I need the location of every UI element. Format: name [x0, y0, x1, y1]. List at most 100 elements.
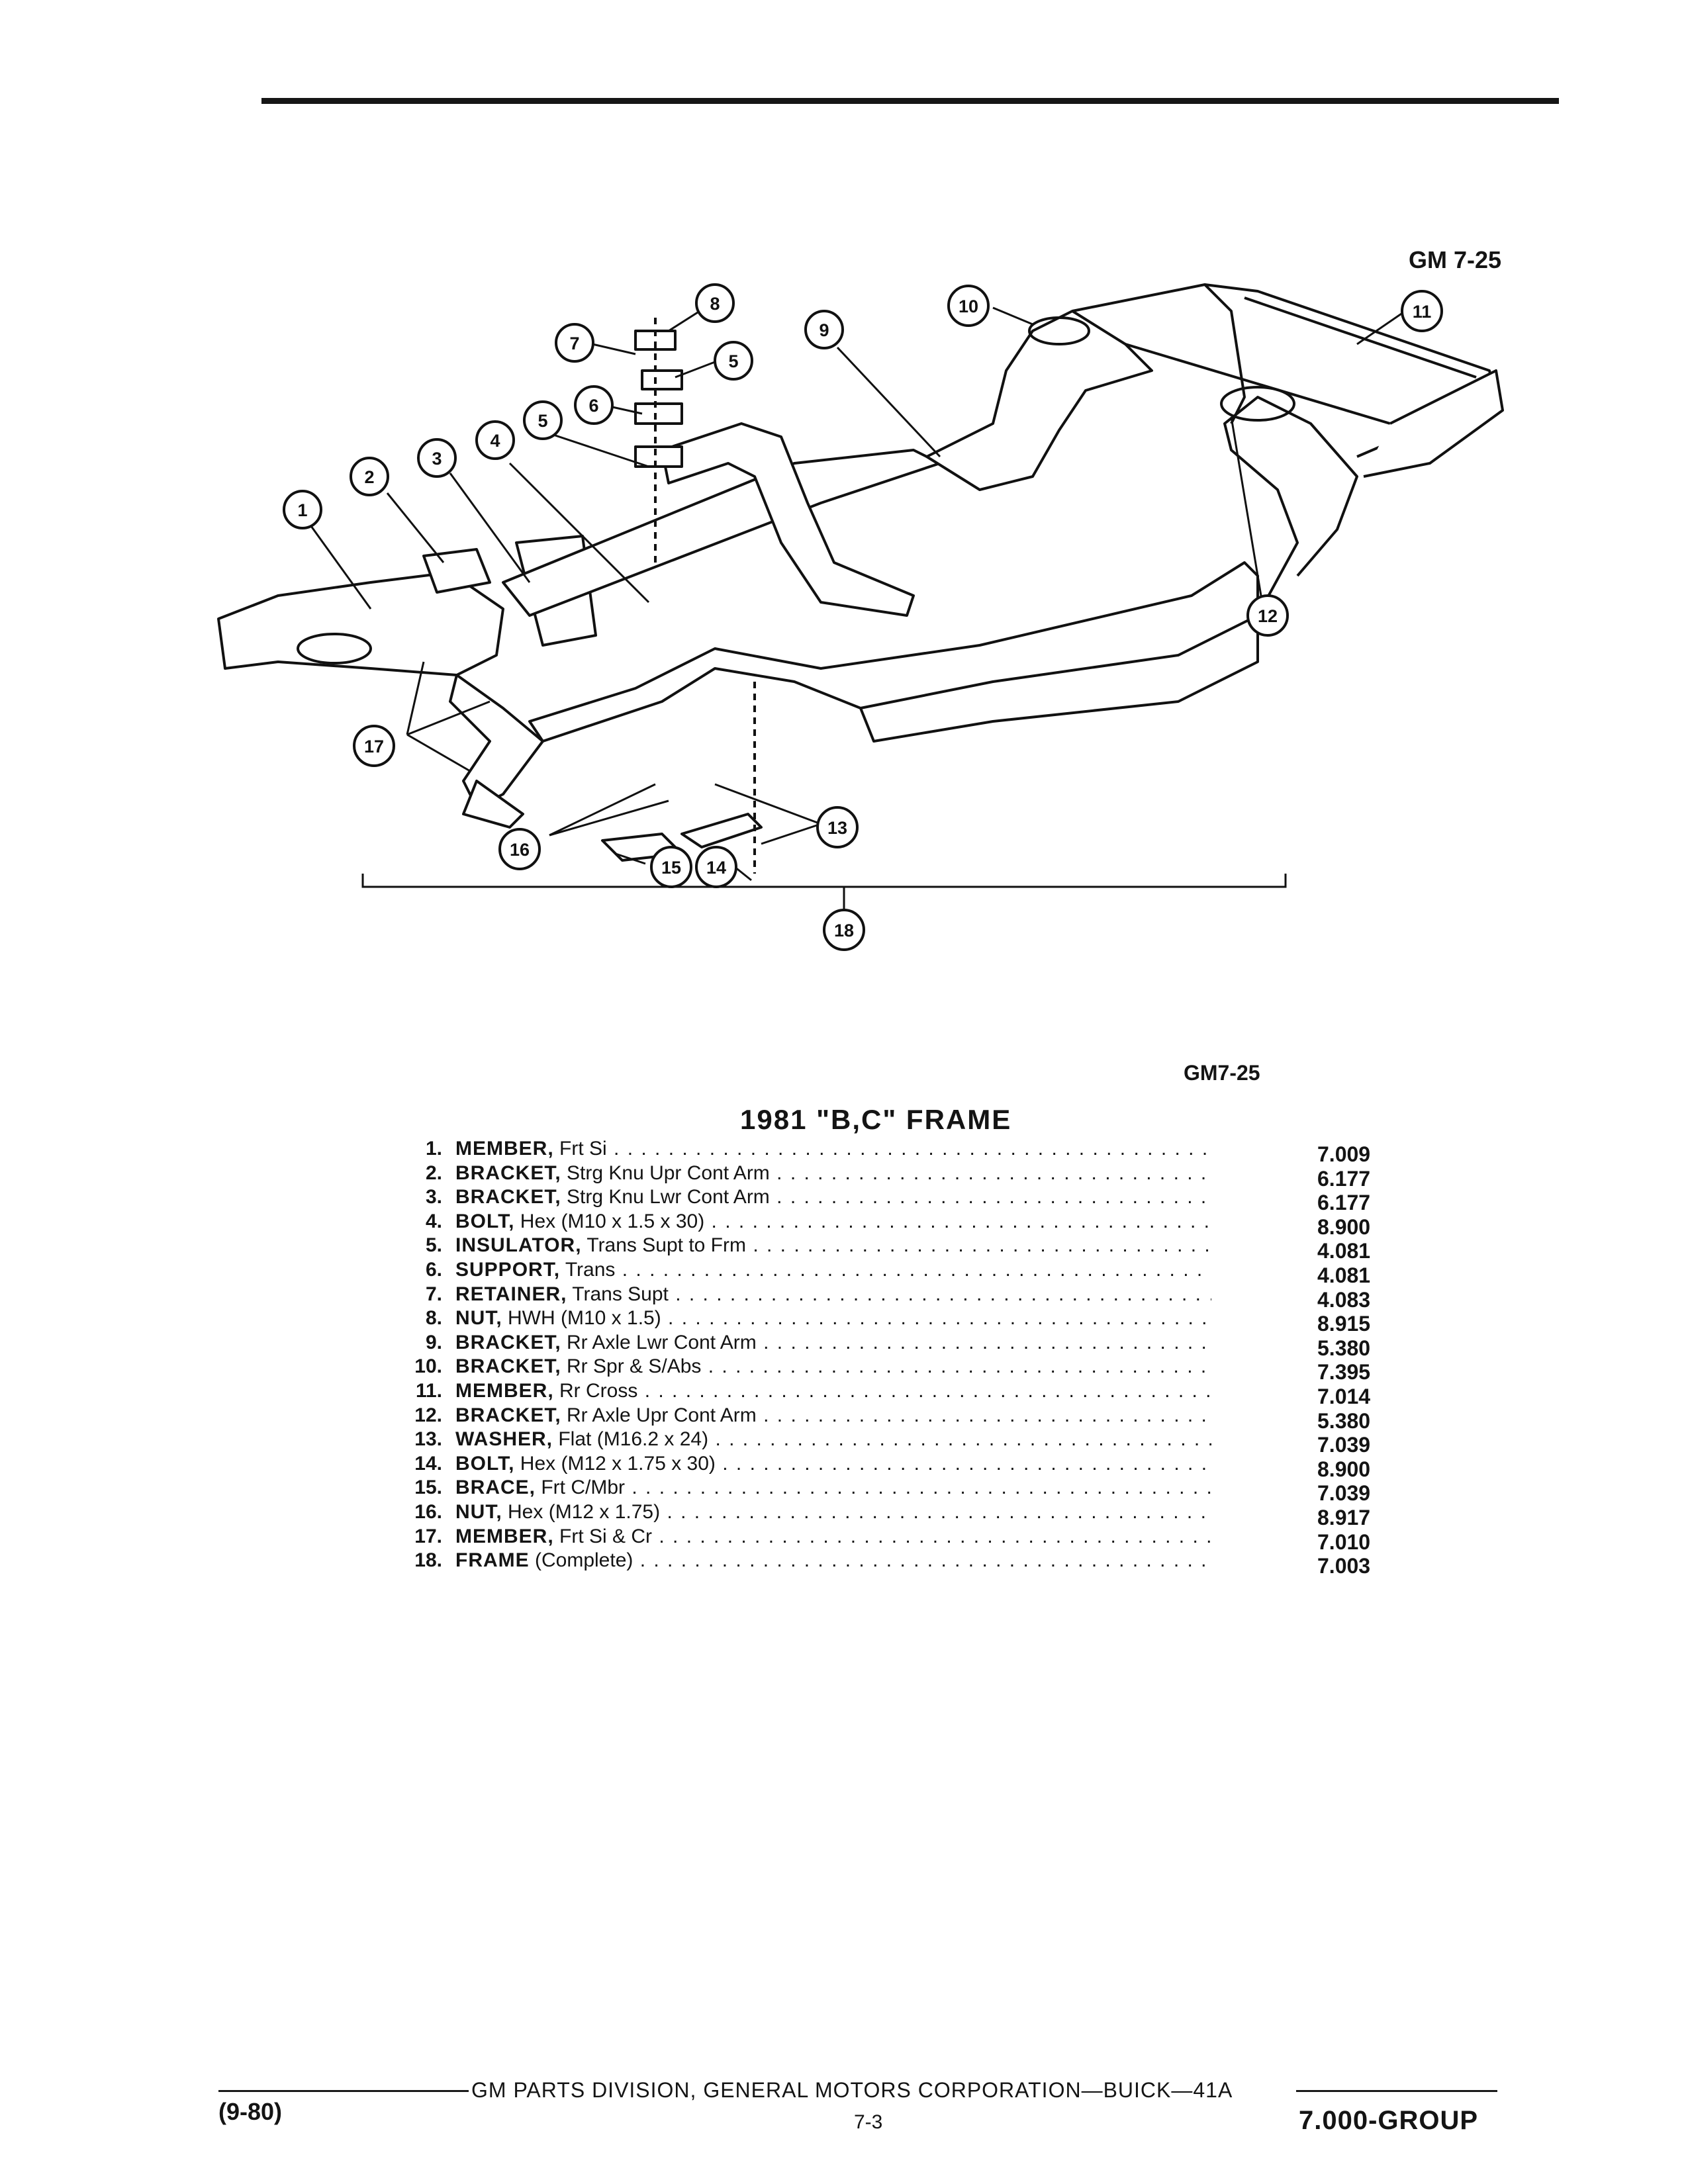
footer-date: (9-80): [218, 2098, 283, 2125]
svg-text:16: 16: [510, 840, 530, 860]
part-row-11: 11. MEMBER, Rr Cross 7.014: [391, 1379, 1397, 1408]
part-row-8: 8. NUT, HWH (M10 x 1.5) 8.915: [391, 1306, 1397, 1336]
callout-7: 7: [555, 323, 594, 363]
svg-text:10: 10: [959, 296, 978, 316]
callout-10: 10: [947, 285, 990, 327]
part-number: 12.: [414, 1404, 442, 1426]
svg-text:18: 18: [834, 921, 854, 940]
part-detail: Trans: [565, 1258, 616, 1281]
part-row-17: 17. MEMBER, Frt Si & Cr 7.010: [391, 1525, 1397, 1554]
part-group-number: 7.009: [1317, 1142, 1371, 1166]
callout-5-upper: 5: [714, 341, 753, 381]
svg-text:4: 4: [490, 431, 500, 451]
part-name: NUT,: [455, 1500, 502, 1523]
part-number: 5.: [425, 1234, 442, 1257]
part-name: MEMBER,: [455, 1138, 554, 1160]
part-description: MEMBER, Frt Si: [455, 1137, 1211, 1161]
part-description: NUT, HWH (M10 x 1.5): [455, 1306, 1211, 1330]
part-description: NUT, Hex (M12 x 1.75): [455, 1500, 1211, 1524]
part-group-number: 8.900: [1317, 1457, 1371, 1481]
part-description: WASHER, Flat (M16.2 x 24): [455, 1428, 1211, 1451]
part-name: NUT,: [455, 1307, 502, 1330]
callout-9: 9: [804, 310, 844, 349]
part-name: MEMBER,: [455, 1379, 554, 1402]
part-row-5: 5. INSULATOR, Trans Supt to Frm 4.081: [391, 1234, 1397, 1263]
part-detail: Rr Axle Upr Cont Arm: [567, 1404, 757, 1426]
part-detail: Hex (M10 x 1.5 x 30): [520, 1210, 705, 1232]
callout-16: 16: [498, 828, 541, 870]
part-number: 6.: [425, 1258, 442, 1281]
part-detail: (Complete): [535, 1549, 633, 1572]
part-row-13: 13. WASHER, Flat (M16.2 x 24) 7.039: [391, 1428, 1397, 1457]
part-name: BRACKET,: [455, 1186, 561, 1208]
callout-12: 12: [1246, 594, 1289, 637]
part-number: 14.: [414, 1452, 442, 1475]
part-row-6: 6. SUPPORT, Trans 4.081: [391, 1258, 1397, 1287]
svg-text:14: 14: [706, 858, 726, 878]
part-row-7: 7. RETAINER, Trans Supt 4.083: [391, 1283, 1397, 1312]
part-group-number: 4.081: [1317, 1263, 1371, 1287]
part-name: SUPPORT,: [455, 1258, 561, 1281]
part-group-number: 7.003: [1317, 1554, 1371, 1578]
part-number: 8.: [425, 1307, 442, 1330]
part-number: 10.: [414, 1355, 442, 1378]
part-number: 9.: [425, 1331, 442, 1353]
part-number: 17.: [414, 1525, 442, 1547]
part-detail: Frt Si: [559, 1138, 607, 1160]
svg-text:6: 6: [588, 396, 598, 416]
part-group-number: 7.014: [1317, 1384, 1371, 1408]
part-detail: Flat (M16.2 x 24): [558, 1428, 709, 1451]
part-description: BOLT, Hex (M12 x 1.75 x 30): [455, 1452, 1211, 1476]
part-description: BOLT, Hex (M10 x 1.5 x 30): [455, 1210, 1211, 1234]
part-row-1: 1. MEMBER, Frt Si 7.009: [391, 1137, 1397, 1166]
part-group-number: 7.039: [1317, 1481, 1371, 1506]
part-description: RETAINER, Trans Supt: [455, 1283, 1211, 1306]
part-group-number: 7.039: [1317, 1433, 1371, 1457]
part-name: MEMBER,: [455, 1525, 554, 1547]
part-detail: Hex (M12 x 1.75 x 30): [520, 1452, 716, 1475]
part-number: 11.: [415, 1379, 442, 1402]
part-number: 7.: [425, 1283, 442, 1305]
part-group-number: 6.177: [1317, 1166, 1371, 1191]
part-group-number: 8.900: [1317, 1214, 1371, 1239]
part-detail: Hex (M12 x 1.75): [508, 1500, 661, 1523]
part-detail: Frt C/Mbr: [541, 1477, 626, 1499]
part-description: MEMBER, Rr Cross: [455, 1379, 1211, 1403]
svg-text:2: 2: [364, 467, 374, 487]
svg-text:3: 3: [432, 449, 442, 469]
part-description: BRACKET, Strg Knu Lwr Cont Arm: [455, 1185, 1211, 1209]
part-name: RETAINER,: [455, 1283, 567, 1305]
part-number: 1.: [425, 1138, 442, 1160]
part-number: 4.: [425, 1210, 442, 1232]
footer-group: 7.000-GROUP: [1299, 2106, 1479, 2135]
callout-11: 11: [1401, 290, 1443, 332]
part-group-number: 8.915: [1317, 1312, 1371, 1336]
part-description: BRACKET, Rr Axle Lwr Cont Arm: [455, 1331, 1211, 1355]
part-name: BRACKET,: [455, 1331, 561, 1353]
part-row-15: 15. BRACE, Frt C/Mbr 7.039: [391, 1476, 1397, 1505]
svg-text:11: 11: [1413, 302, 1432, 322]
part-name: BRACKET,: [455, 1404, 561, 1426]
part-number: 2.: [425, 1161, 442, 1184]
part-row-12: 12. BRACKET, Rr Axle Upr Cont Arm 5.380: [391, 1404, 1397, 1433]
part-name: BRACE,: [455, 1477, 536, 1499]
part-group-number: 5.380: [1317, 1408, 1371, 1433]
part-number: 15.: [414, 1477, 442, 1499]
part-number: 13.: [414, 1428, 442, 1451]
svg-text:13: 13: [827, 818, 847, 838]
part-detail: Frt Si & Cr: [559, 1525, 653, 1547]
part-detail: Strg Knu Upr Cont Arm: [567, 1161, 770, 1184]
top-rule: [261, 98, 1559, 104]
part-row-4: 4. BOLT, Hex (M10 x 1.5 x 30) 8.900: [391, 1210, 1397, 1239]
part-row-14: 14. BOLT, Hex (M12 x 1.75 x 30) 8.900: [391, 1452, 1397, 1481]
part-row-10: 10. BRACKET, Rr Spr & S/Abs 7.395: [391, 1355, 1397, 1384]
part-name: BRACKET,: [455, 1161, 561, 1184]
part-description: FRAME (Complete): [455, 1549, 1211, 1572]
frame-diagram: 1 2 3 4 5 5 6 7 8 9 10 11 12 13 14 15 16: [217, 283, 1504, 951]
callout-8: 8: [695, 283, 735, 323]
part-number: 3.: [425, 1186, 442, 1208]
parts-list: 1. MEMBER, Frt Si 7.009 2. BRACKET, Strg…: [391, 1137, 1397, 1578]
part-description: BRACE, Frt C/Mbr: [455, 1476, 1211, 1500]
svg-text:5: 5: [538, 411, 547, 431]
svg-text:5: 5: [728, 351, 738, 371]
